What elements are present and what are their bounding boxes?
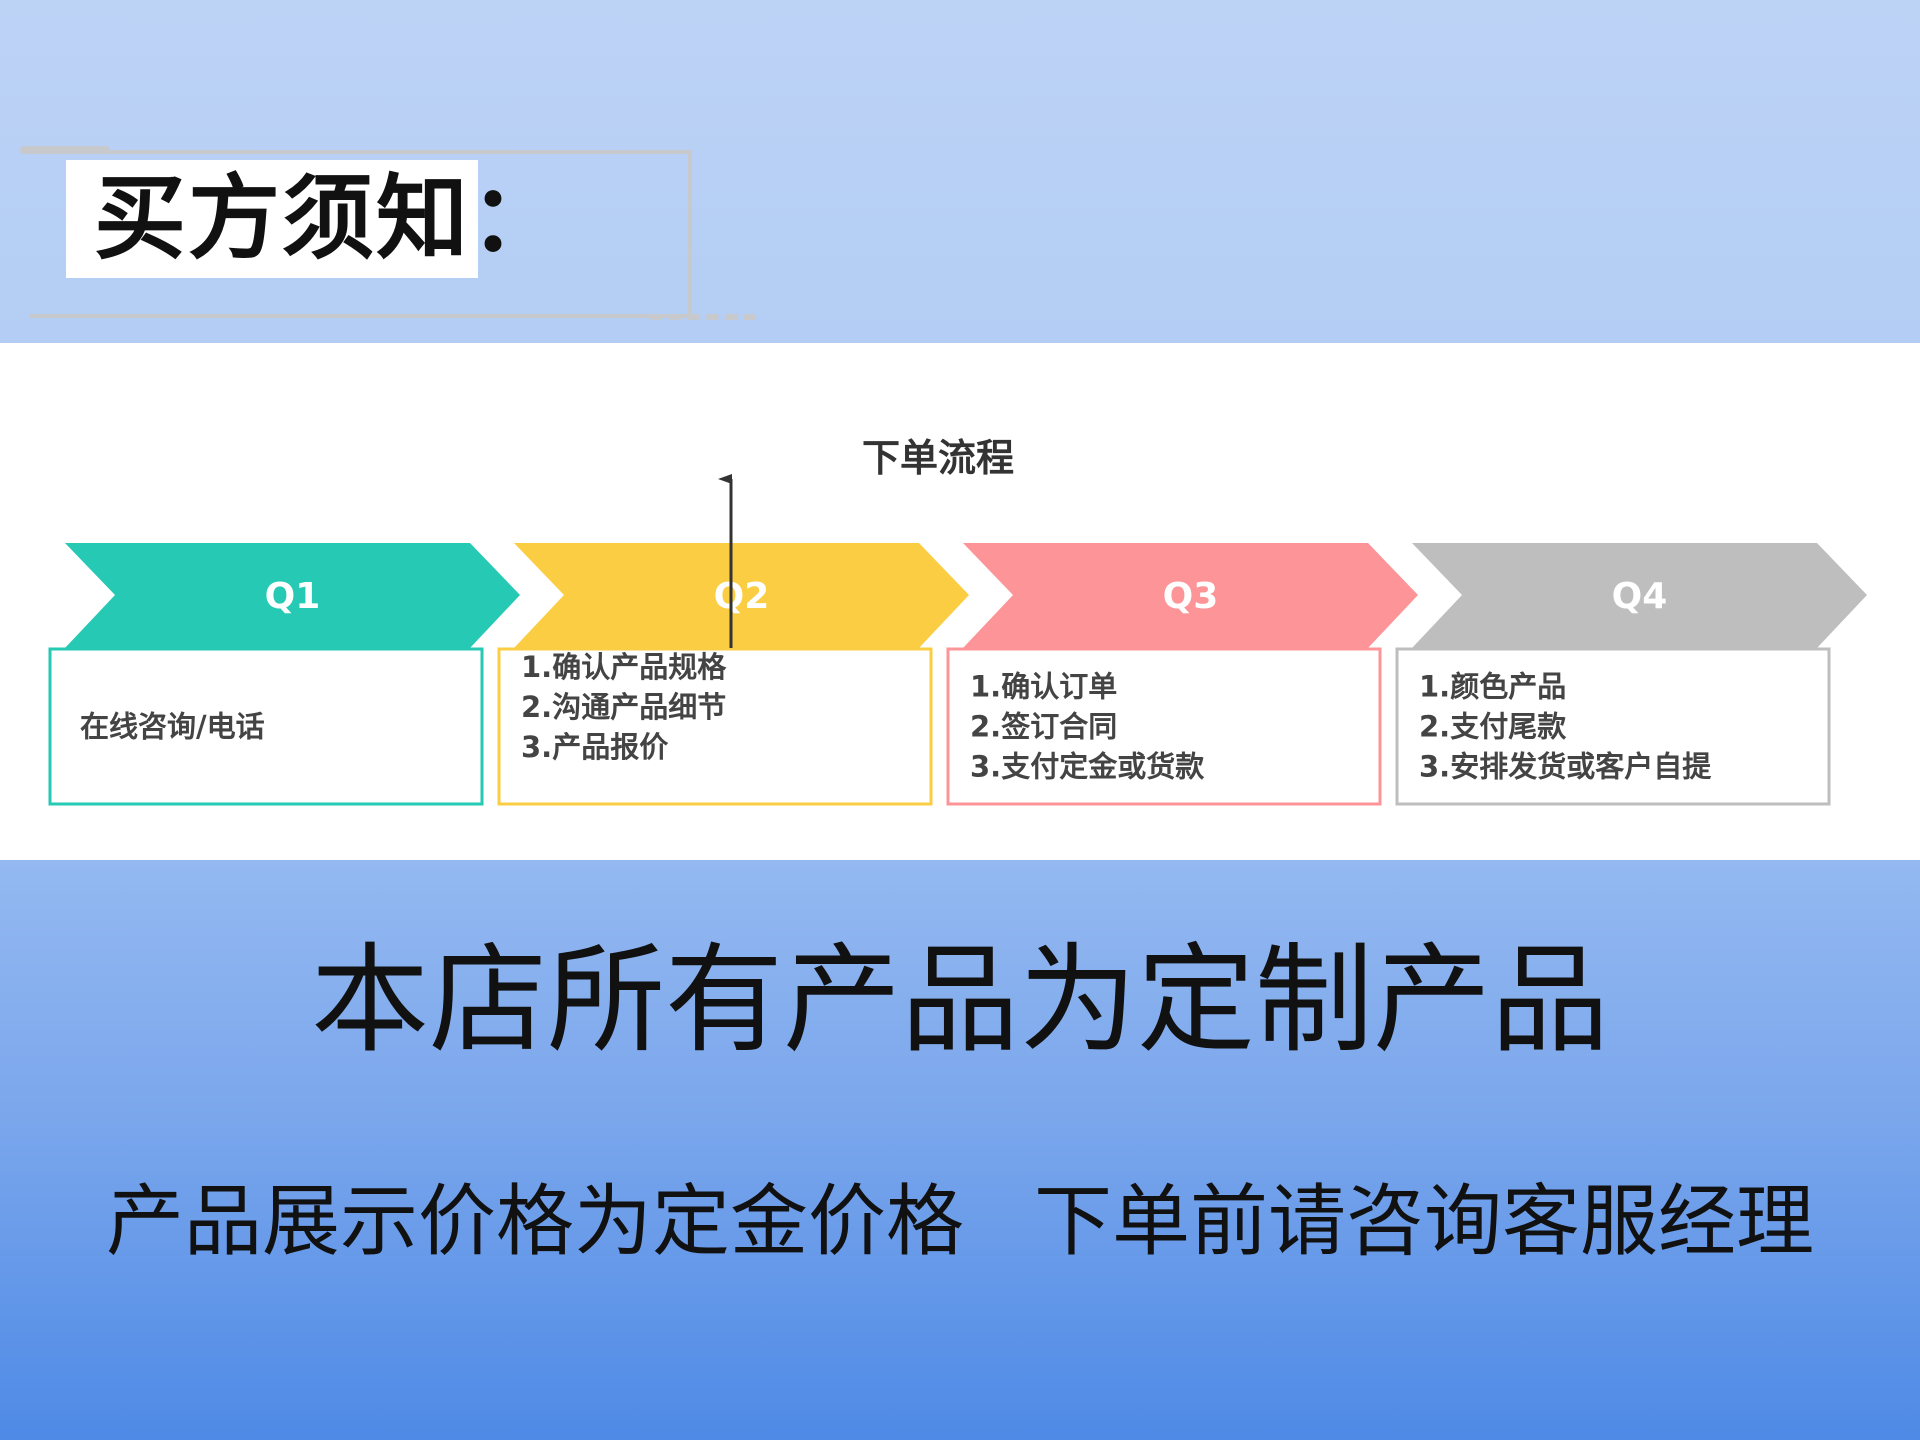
step-chevron-4 [1412, 543, 1867, 648]
deposit-price-notice: 产品展示价格为定金价格 [105, 1177, 964, 1267]
diagram-title: 下单流程 [862, 436, 1014, 480]
heading-frame [30, 150, 692, 318]
step-label-3: Q3 [1163, 576, 1219, 617]
step-detail-box-4 [1395, 647, 1831, 806]
step-detail-box-1 [48, 647, 484, 806]
frame-decoration [650, 314, 756, 320]
consult-notice: 下单前请咨询客服经理 [1034, 1177, 1815, 1267]
step-detail-box-3 [946, 647, 1382, 806]
step-detail-item: 1.颜色产品 [1419, 670, 1566, 704]
step-detail-item: 2.支付尾款 [1419, 710, 1567, 744]
step-detail-item: 3.支付定金或货款 [970, 750, 1205, 784]
step-detail-item: 在线咨询/电话 [80, 710, 265, 744]
custom-products-notice: 本店所有产品为定制产品 [310, 931, 1609, 1069]
step-detail-item: 3.产品报价 [521, 730, 669, 764]
step-label-4: Q4 [1612, 576, 1668, 617]
buyer-notice-heading: 买方须知： [66, 160, 562, 278]
step-chevron-2 [514, 543, 969, 648]
process-flow-svg: 下单流程 Q1 在线咨询/电话 Q2 1.确认产品规格 2.沟通产品细节 3.产品报价 Q3… [48, 436, 1867, 806]
step-label-1: Q1 [265, 576, 321, 617]
step-chevron-1 [65, 543, 520, 648]
step-detail-item: 2.签订合同 [970, 710, 1117, 744]
price-notice: 产品展示价格为定金价格下单前请咨询客服经理 [0, 1172, 1920, 1272]
step-detail-item: 1.确认订单 [970, 670, 1117, 704]
step-detail-item: 1.确认产品规格 [521, 650, 727, 684]
step-detail-item: 2.沟通产品细节 [521, 690, 726, 724]
order-process-diagram: 下单流程 Q1 在线咨询/电话 Q2 1.确认产品规格 2.沟通产品细节 3.产品报价 Q3… [0, 343, 1920, 860]
step-label-2: Q2 [714, 576, 770, 617]
notice-band [0, 860, 1920, 1440]
step-detail-item: 3.安排发货或客户自提 [1419, 750, 1712, 784]
step-chevron-3 [963, 543, 1418, 648]
step-detail-box-2 [497, 647, 933, 806]
